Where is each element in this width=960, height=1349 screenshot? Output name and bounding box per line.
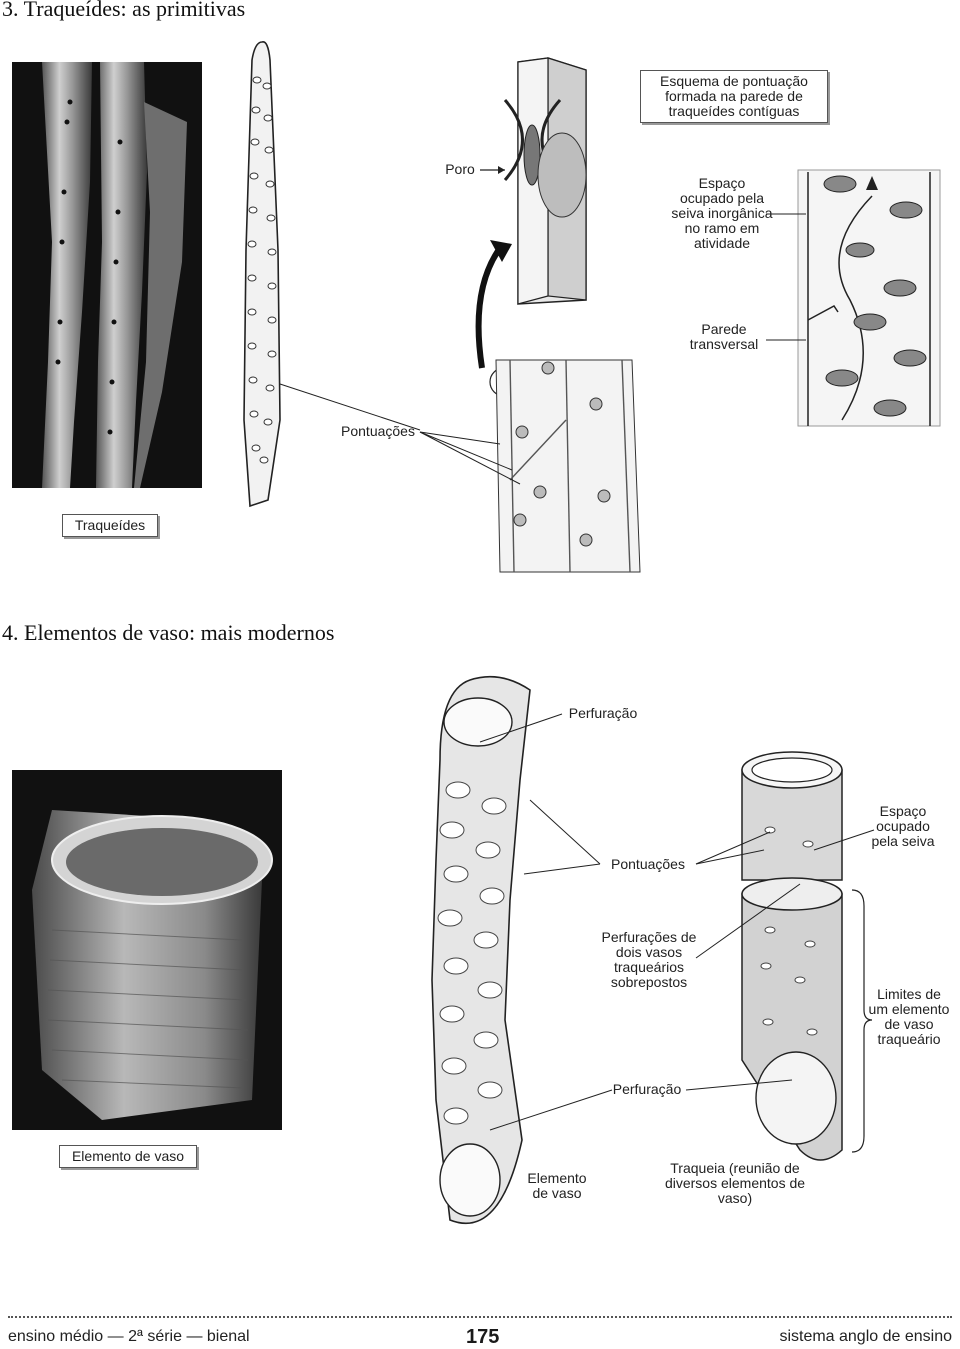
footer-left: ensino médio — 2ª série — bienal bbox=[8, 1328, 250, 1345]
label-perfuracoes-sobrepostos: Perfurações de dois vasos traqueários so… bbox=[601, 929, 697, 990]
label-pontuacoes-sec3: Pontuações bbox=[341, 423, 415, 439]
label-traqueides: Traqueídes bbox=[62, 514, 158, 537]
section3-title: 3. Traqueídes: as primitivas bbox=[2, 0, 246, 21]
label-elemento-de-vaso: Elemento de vaso bbox=[527, 1170, 587, 1201]
section4-drawings bbox=[431, 675, 875, 1225]
label-pontuacoes-sec4: Pontuações bbox=[611, 856, 685, 872]
footer-divider bbox=[8, 1316, 952, 1318]
tracheid-photo-drawing bbox=[42, 62, 187, 488]
tracheid-photo bbox=[12, 62, 202, 488]
label-esquema-pontuacao: Esquema de pontuação formada na parede d… bbox=[640, 70, 828, 123]
page-number: 175 bbox=[466, 1326, 500, 1348]
label-perfuracao-bottom: Perfuração bbox=[612, 1081, 682, 1097]
label-perfuracao-top: Perfuração bbox=[568, 705, 638, 721]
footer-right: sistema anglo de ensino bbox=[779, 1328, 952, 1345]
label-espaco-seiva-inorganica: Espaço ocupado pela seiva inorgânica no … bbox=[671, 175, 773, 251]
label-elemento-de-vaso-photo: Elemento de vaso bbox=[59, 1145, 197, 1168]
section4-title: 4. Elementos de vaso: mais modernos bbox=[2, 620, 335, 645]
label-poro: Poro bbox=[445, 161, 475, 177]
vessel-photo-drawing bbox=[32, 810, 273, 1120]
label-espaco-seiva: Espaço ocupado pela seiva bbox=[871, 803, 935, 849]
vessel-element-photo bbox=[12, 770, 282, 1130]
label-parede-transversal: Parede transversal bbox=[689, 321, 759, 352]
label-limites-elemento: Limites de um elemento de vaso traqueári… bbox=[868, 986, 950, 1047]
section3-drawings bbox=[243, 41, 941, 573]
label-traqueia: Traqueia (reunião de diversos elementos … bbox=[664, 1160, 806, 1206]
